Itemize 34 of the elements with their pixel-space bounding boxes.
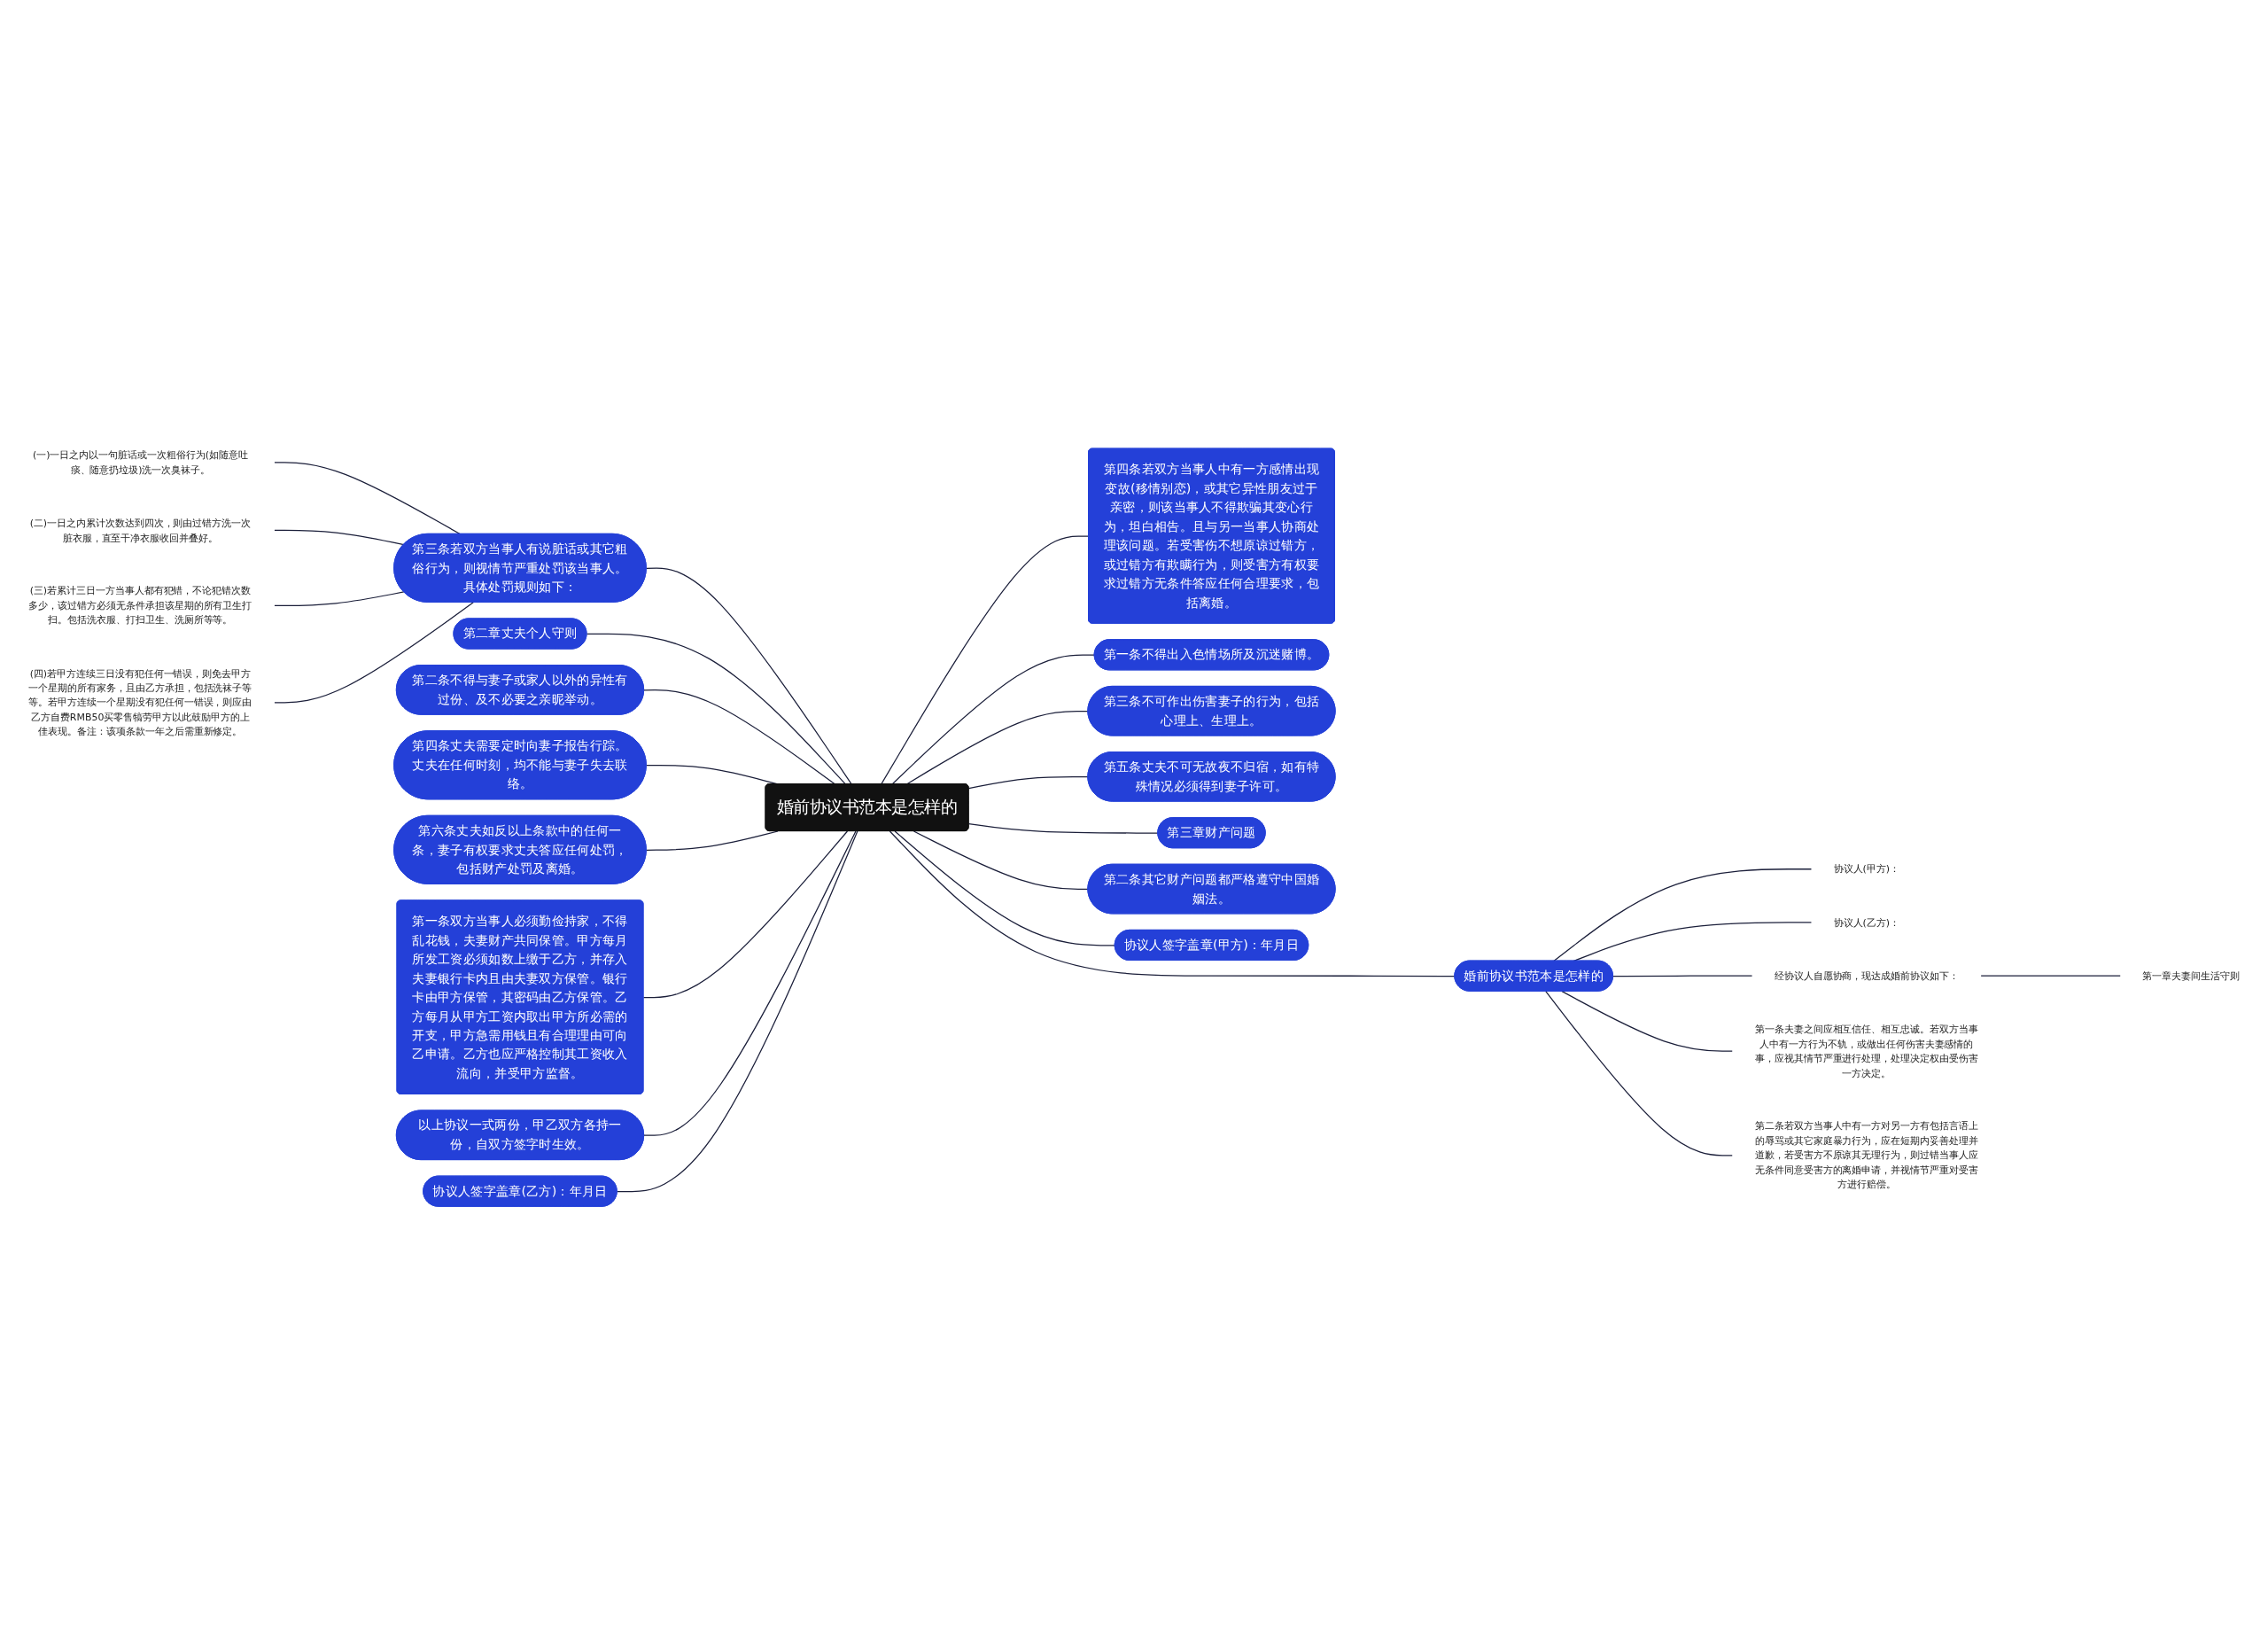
connector bbox=[1561, 991, 1733, 1052]
connector bbox=[881, 535, 1090, 785]
connector bbox=[1553, 868, 1813, 962]
connector bbox=[889, 830, 1456, 977]
connector bbox=[891, 654, 1096, 785]
connector bbox=[586, 633, 846, 785]
node-text: (四)若甲方连续三日没有犯任何一错误，则免去甲方一个星期的所有家务，且由乙方承担，包括洗袜子等等。若甲方连续一个星期没有犯任何一错误，则应由乙方自费RMB50买零售犒劳甲方以此鼓励甲方的上佳表现。备注：该项条款一年之后需重新修定。 bbox=[28, 667, 252, 737]
node-text: 经协议人自愿协商，现达成婚前协议如下： bbox=[1774, 969, 1959, 982]
connector bbox=[643, 689, 836, 785]
node-text: 协议人(乙方)： bbox=[1833, 916, 1899, 929]
connector bbox=[913, 830, 1089, 891]
node-text: (三)若累计三日一方当事人都有犯错，不论犯错次数多少，该过错方必须无条件承担该星期的所有卫生打扫。包括洗衣服、打扫卫生、洗厕所等等。 bbox=[28, 585, 252, 626]
connector bbox=[894, 830, 1116, 946]
connector bbox=[967, 822, 1159, 834]
node-text: (二)一日之内累计次数达到四次，则由过错方洗一次脏衣服，直至干净衣服收回并叠好。 bbox=[29, 517, 252, 543]
connector bbox=[643, 830, 857, 1136]
connector bbox=[617, 830, 858, 1193]
node-text: 第一条夫妻之间应相互信任、相互忠诚。若双方当事人中有一方行为不轨，或做出任何伤害夫妻感情的事，应视其情节严重进行处理，处理决定权由受伤害一方决定。 bbox=[1754, 1023, 1978, 1078]
connector bbox=[905, 710, 1089, 785]
node-text: 协议人(甲方)： bbox=[1833, 863, 1899, 875]
connector bbox=[1980, 975, 2121, 977]
connector bbox=[274, 462, 462, 535]
connector bbox=[274, 591, 405, 606]
connector bbox=[1612, 975, 1753, 977]
connector bbox=[274, 602, 474, 704]
node-text: 第一章夫妻间生活守则 bbox=[2142, 969, 2240, 982]
node-text: 第二条若双方当事人中有一方对另一方有包括言语上的辱骂或其它家庭暴力行为，应在短期内妥善处理并道歉，若受害方不原谅其无理行为，则过错当事人应无条件同意受害方的离婚申请，并视情节严重对受害方进行赔偿。 bbox=[1754, 1120, 1978, 1190]
connector bbox=[274, 529, 405, 546]
connector bbox=[1545, 991, 1733, 1156]
node-text: (一)一日之内以一句脏话或一次粗俗行为(如随意吐痰、随意扔垃圾)洗一次臭袜子。 bbox=[32, 449, 248, 476]
connector bbox=[967, 776, 1089, 790]
connector bbox=[642, 830, 849, 999]
connector bbox=[646, 830, 779, 851]
connector bbox=[646, 567, 852, 785]
